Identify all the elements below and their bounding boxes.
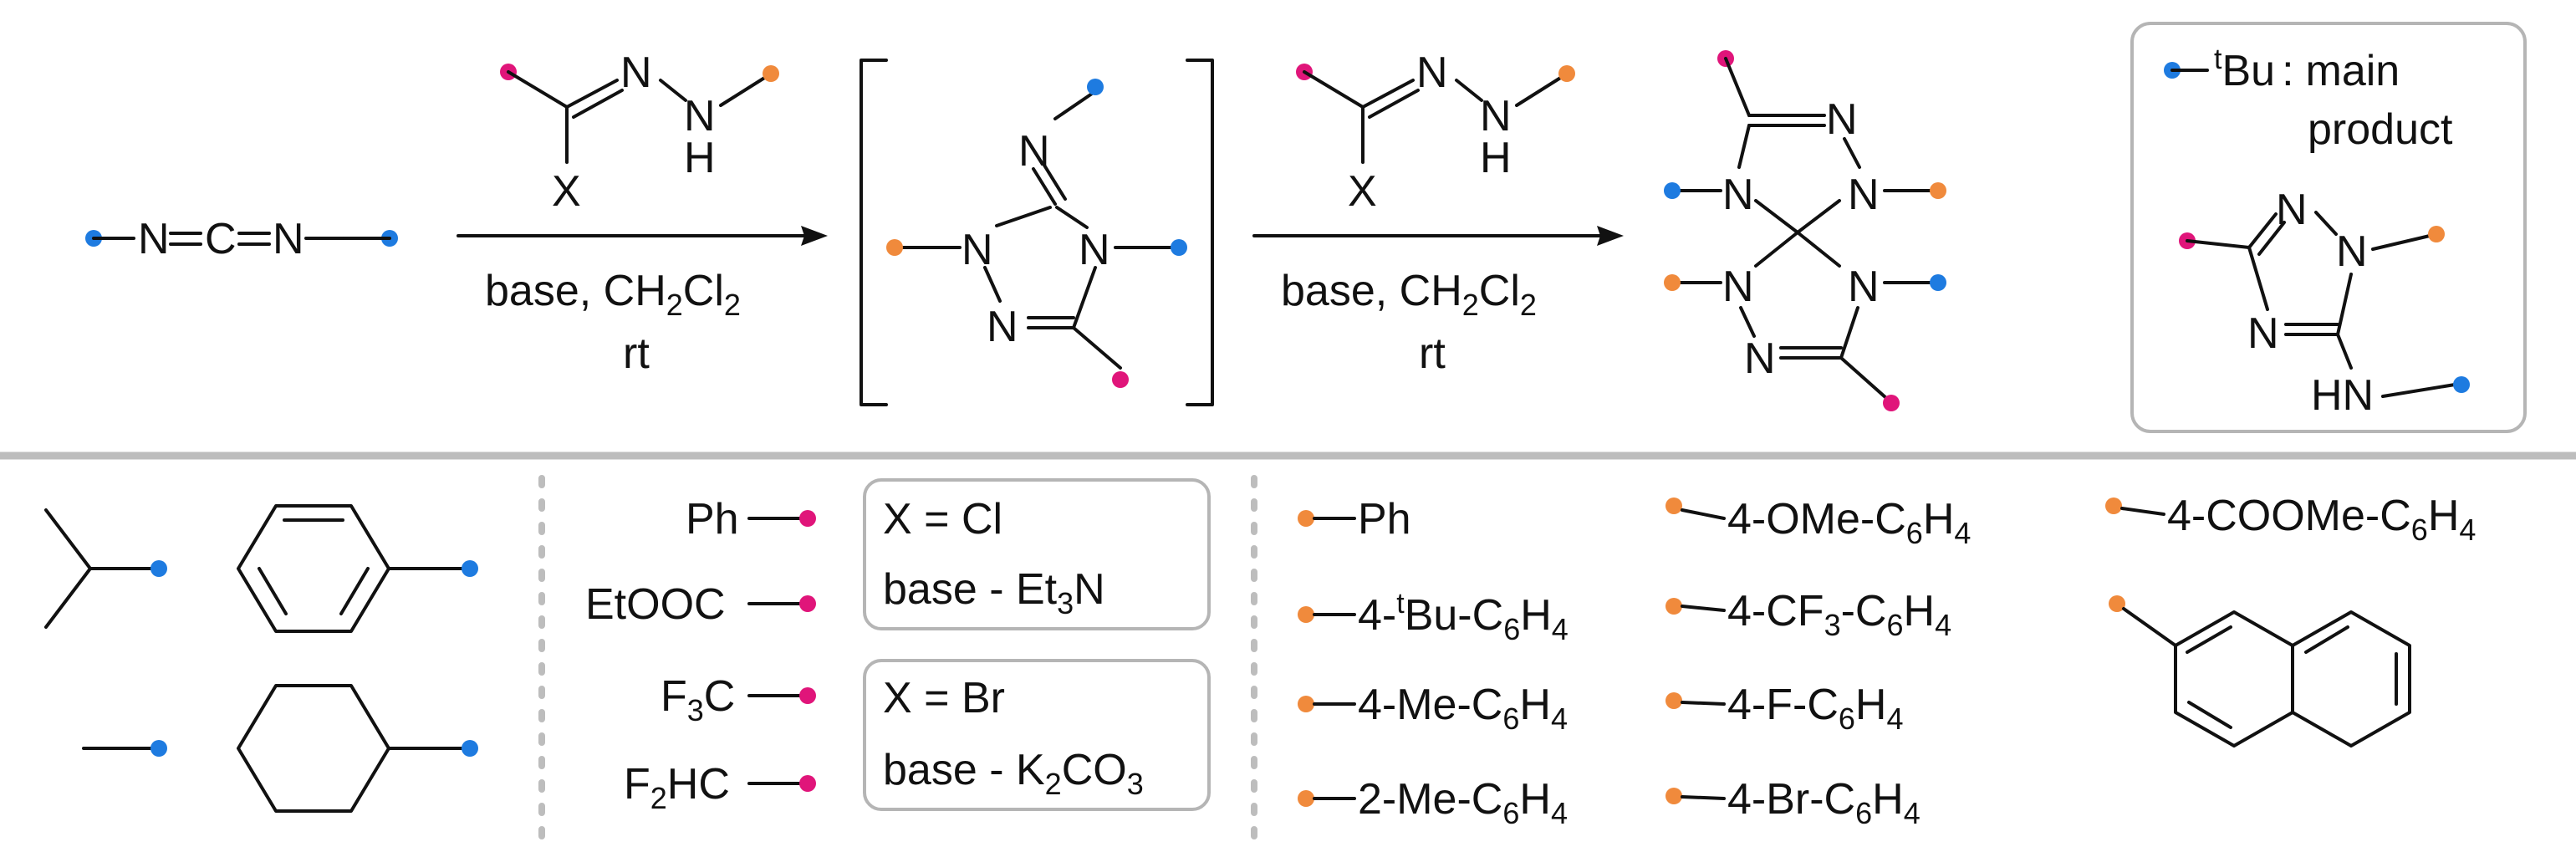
atom-h: H [1480, 134, 1512, 182]
aryl-4-ome: 4-OMe-C6H4 [1727, 495, 1971, 550]
blue-dot [2453, 376, 2470, 393]
orange-dot [886, 239, 903, 256]
atom-n: N [2247, 309, 2279, 358]
reaction-arrow-1: base, CH2Cl2 rt [457, 226, 828, 378]
orange-dot [1930, 182, 1946, 199]
orange-dot [2109, 595, 2125, 612]
atom-n: N [2276, 186, 2308, 234]
atom-n: N [620, 48, 652, 97]
hydrazonoyl-reagent-2: N N H X [1296, 48, 1575, 216]
amine-nh: HN [2311, 371, 2374, 420]
blue-dot [1087, 79, 1104, 95]
blue-substituents [44, 504, 478, 813]
orange-dot [1298, 790, 1314, 807]
atom-n: N [1848, 263, 1880, 311]
atom-n: N [987, 303, 1018, 351]
atom-n: N [1744, 334, 1776, 383]
phenyl-ring [237, 504, 478, 633]
orange-dot [1298, 696, 1314, 712]
aryl-4-f: 4-F-C6H4 [1727, 681, 1904, 736]
orange-dot [1664, 274, 1681, 291]
condition-text: base, CH2Cl2 [485, 267, 741, 322]
atom-n: N [1848, 171, 1880, 219]
aryl-4-tbu: 4-tBu-C6H4 [1358, 588, 1569, 646]
product-label: product [2308, 105, 2453, 154]
aryl-4-br: 4-Br-C6H4 [1727, 775, 1921, 830]
aryl-4-me: 4-Me-C6H4 [1358, 681, 1568, 736]
main-product-box: tBu:main product N N N HN [2130, 22, 2527, 433]
temperature-text: rt [623, 329, 650, 378]
aryl-ph: Ph [1358, 495, 1411, 543]
atom-c: C [205, 215, 237, 263]
pink-dot [799, 687, 816, 704]
aryl-4-coome: 4-COOMe-C6H4 [2167, 492, 2476, 547]
orange-dot [1665, 598, 1682, 615]
condition-text: base, CH2Cl2 [1281, 267, 1537, 322]
orange-dot [763, 65, 779, 82]
orange-dot [1298, 510, 1314, 527]
orange-dot [2105, 497, 2122, 514]
tbu-label: tBu:main [2214, 43, 2400, 95]
naphthyl-ring [2109, 595, 2411, 748]
atom-n: N [1722, 171, 1754, 219]
orange-dot [1665, 692, 1682, 709]
x-equals-br: X = Br [883, 674, 1005, 722]
hydrazonoyl-reagent-1: N N H X [500, 48, 779, 216]
atom-n: N [1416, 48, 1448, 97]
blue-dot [1664, 182, 1681, 199]
atom-n: N [1722, 263, 1754, 311]
base-k2co3: base - K2CO3 [883, 746, 1144, 801]
cyclohexyl-ring [237, 684, 478, 813]
condition-box-br: X = Br base - K2CO3 [863, 659, 1211, 811]
condition-box-cl: X = Cl base - Et3N [863, 478, 1211, 630]
atom-n: N [2336, 227, 2368, 276]
orange-substituents: Ph 4-tBu-C6H4 4-Me-C6H4 2-Me-C6H4 4-OMe-… [1298, 492, 2476, 830]
atom-x: X [1348, 167, 1377, 216]
orange-dot [2428, 226, 2445, 242]
atom-n: N [1826, 95, 1858, 144]
aryl-2-me: 2-Me-C6H4 [1358, 775, 1568, 830]
orange-dot [1665, 497, 1682, 514]
pink-substituents: Ph EtOOC F3C F2HC [585, 495, 816, 815]
atom-n: N [1480, 92, 1512, 140]
group-etooc: EtOOC [585, 580, 726, 629]
carbodiimide: N C N [85, 215, 398, 263]
blue-dot [150, 740, 167, 757]
atom-n: N [1079, 226, 1110, 274]
pink-dot [1883, 395, 1900, 411]
blue-dot [462, 740, 478, 757]
atom-n: N [138, 215, 170, 263]
atom-n: N [684, 92, 716, 140]
blue-dot [150, 560, 167, 577]
blue-dot [462, 560, 478, 577]
pink-dot [1112, 371, 1129, 388]
blue-dot [1930, 274, 1946, 291]
spiro-product: N N N N N N [1664, 50, 1946, 411]
group-chf2: F2HC [624, 760, 730, 815]
orange-dot [1665, 788, 1682, 804]
group-ph: Ph [686, 495, 739, 543]
atom-n: N [962, 226, 993, 274]
blue-dot [1171, 239, 1187, 256]
reaction-arrow-2: base, CH2Cl2 rt [1252, 226, 1624, 378]
atom-n: N [273, 215, 304, 263]
x-equals-cl: X = Cl [883, 495, 1002, 543]
pink-dot [799, 510, 816, 527]
group-cf3: F3C [661, 672, 735, 727]
pink-dot [799, 775, 816, 792]
intermediate: N N N N [860, 59, 1214, 406]
atom-h: H [684, 134, 716, 182]
atom-x: X [552, 167, 581, 216]
aryl-4-cf3: 4-CF3-C6H4 [1727, 587, 1951, 642]
base-et3n: base - Et3N [883, 565, 1105, 620]
orange-dot [1298, 606, 1314, 623]
orange-dot [1558, 65, 1575, 82]
temperature-text: rt [1419, 329, 1446, 378]
pink-dot [799, 595, 816, 612]
